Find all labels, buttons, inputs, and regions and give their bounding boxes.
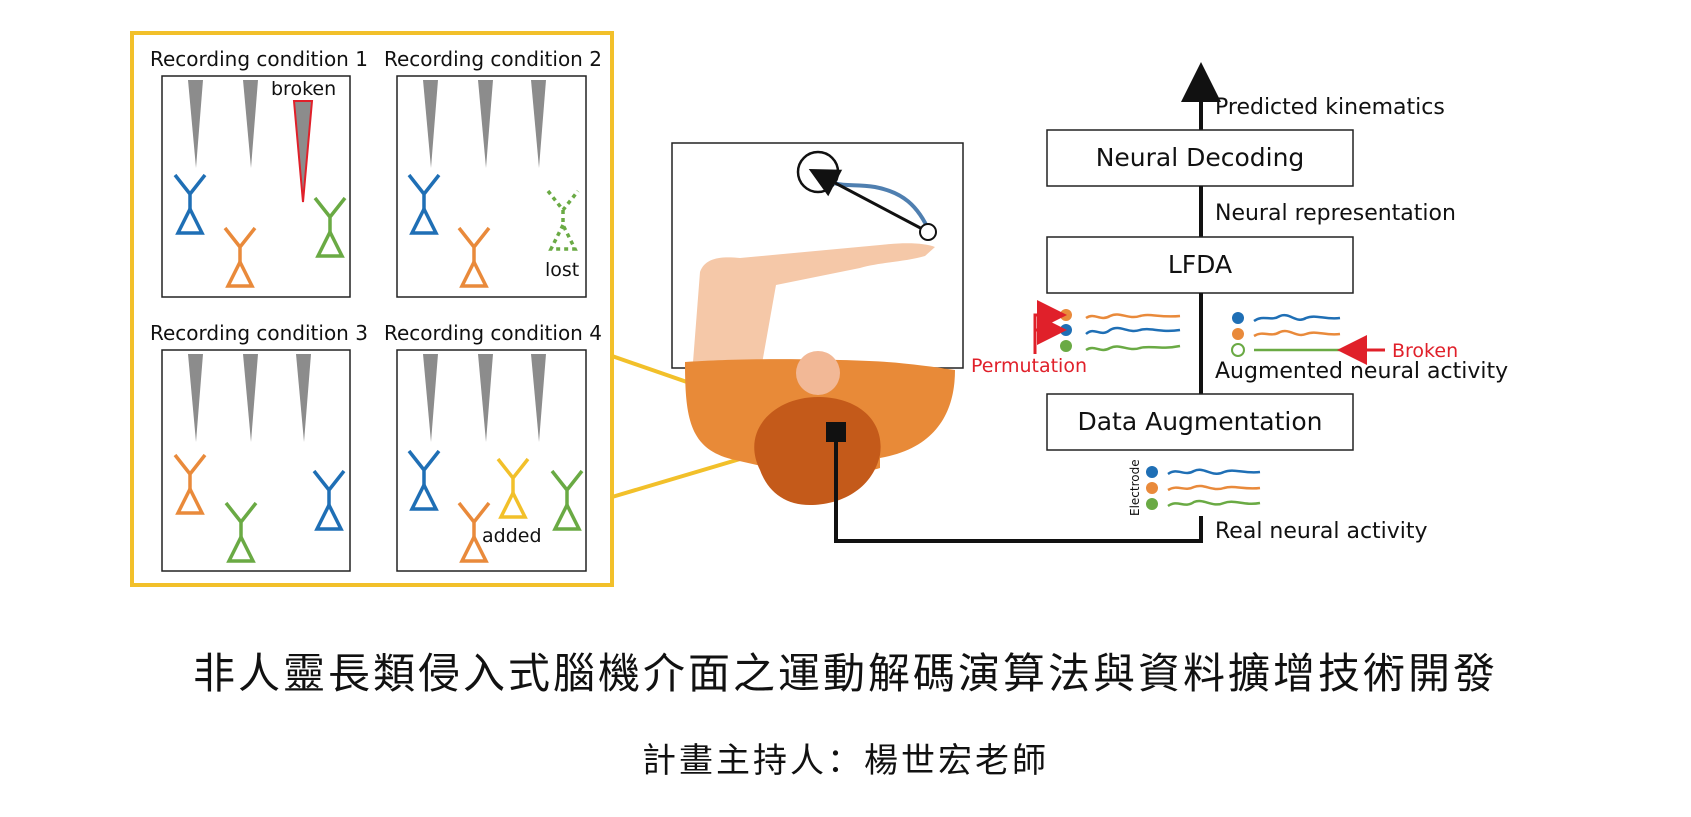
condition-1-title: Recording condition 1 <box>150 47 368 71</box>
broken-channel-label: Broken <box>1392 340 1458 362</box>
condition-3-panel <box>161 349 351 572</box>
neuron-icon <box>313 196 347 258</box>
neural-representation-label: Neural representation <box>1215 201 1456 226</box>
electrode-probe <box>478 80 493 168</box>
data-augmentation-box <box>1046 393 1354 451</box>
condition-4-title: Recording condition 4 <box>384 321 602 345</box>
principal-investigator: 計畫主持人：楊世宏老師 <box>642 741 1049 781</box>
electrode-probe <box>423 80 438 168</box>
implant-marker <box>826 422 846 442</box>
monkey-arm <box>692 243 935 375</box>
electrode-probe <box>423 354 438 442</box>
neuron-icon <box>407 173 441 235</box>
neuron-icon <box>457 226 491 288</box>
neuron-icon <box>312 469 346 531</box>
electrode-probe <box>243 354 258 442</box>
electrode-probe <box>531 354 546 442</box>
permutation-label: Permutation <box>971 355 1087 377</box>
lost-neuron-icon <box>546 189 580 251</box>
electrode-axis-label: Electrode <box>1128 459 1142 516</box>
electrode-probe <box>296 354 311 442</box>
condition-2-panel: lost <box>396 75 587 298</box>
condition-2-title: Recording condition 2 <box>384 47 602 71</box>
movement-arrow <box>808 168 929 234</box>
neuron-icon <box>173 173 207 235</box>
project-title: 非人靈長類侵入式腦機介面之運動解碼演算法與資料擴增技術開發 <box>192 649 1498 698</box>
conditions-frame <box>130 31 614 587</box>
augmented-activity-label: Augmented neural activity <box>1215 359 1508 384</box>
neuron-icon <box>173 453 207 515</box>
monkey-figure <box>685 243 955 505</box>
condition-4-panel: added <box>396 349 587 572</box>
signal-line <box>834 442 1203 543</box>
condition-1-panel: broken <box>161 75 351 298</box>
permutation-traces <box>1060 309 1181 352</box>
predicted-kinematics-label: Predicted kinematics <box>1215 95 1445 120</box>
augmented-traces <box>1231 312 1341 357</box>
electrode-probe <box>243 80 258 168</box>
added-neuron-icon <box>496 457 530 519</box>
cursor-circle <box>919 223 937 241</box>
permutation-arrows <box>1033 300 1067 354</box>
neuron-icon <box>223 226 257 288</box>
neuron-icon <box>224 501 258 563</box>
electrode-probe <box>478 354 493 442</box>
neural-decoding-box <box>1046 129 1354 187</box>
condition-3-title: Recording condition 3 <box>150 321 368 345</box>
electrode-probe <box>531 80 546 168</box>
data-augmentation-label: Data Augmentation <box>1077 407 1322 436</box>
neural-decoding-label: Neural Decoding <box>1096 143 1305 172</box>
broken-electrode-probe <box>292 100 314 203</box>
broken-label: broken <box>271 78 336 100</box>
lfda-label: LFDA <box>1168 250 1232 279</box>
electrode-probe <box>188 354 203 442</box>
electrode-probe <box>188 80 203 168</box>
neuron-icon <box>457 501 491 563</box>
monkey-head <box>754 396 881 505</box>
real-traces <box>1146 466 1261 510</box>
added-label: added <box>482 525 542 547</box>
neuron-icon <box>550 469 584 531</box>
monkey-face <box>796 351 840 395</box>
lost-label: lost <box>545 259 579 281</box>
lfda-box <box>1046 236 1354 294</box>
neuron-icon <box>407 449 441 511</box>
real-activity-label: Real neural activity <box>1215 519 1428 544</box>
